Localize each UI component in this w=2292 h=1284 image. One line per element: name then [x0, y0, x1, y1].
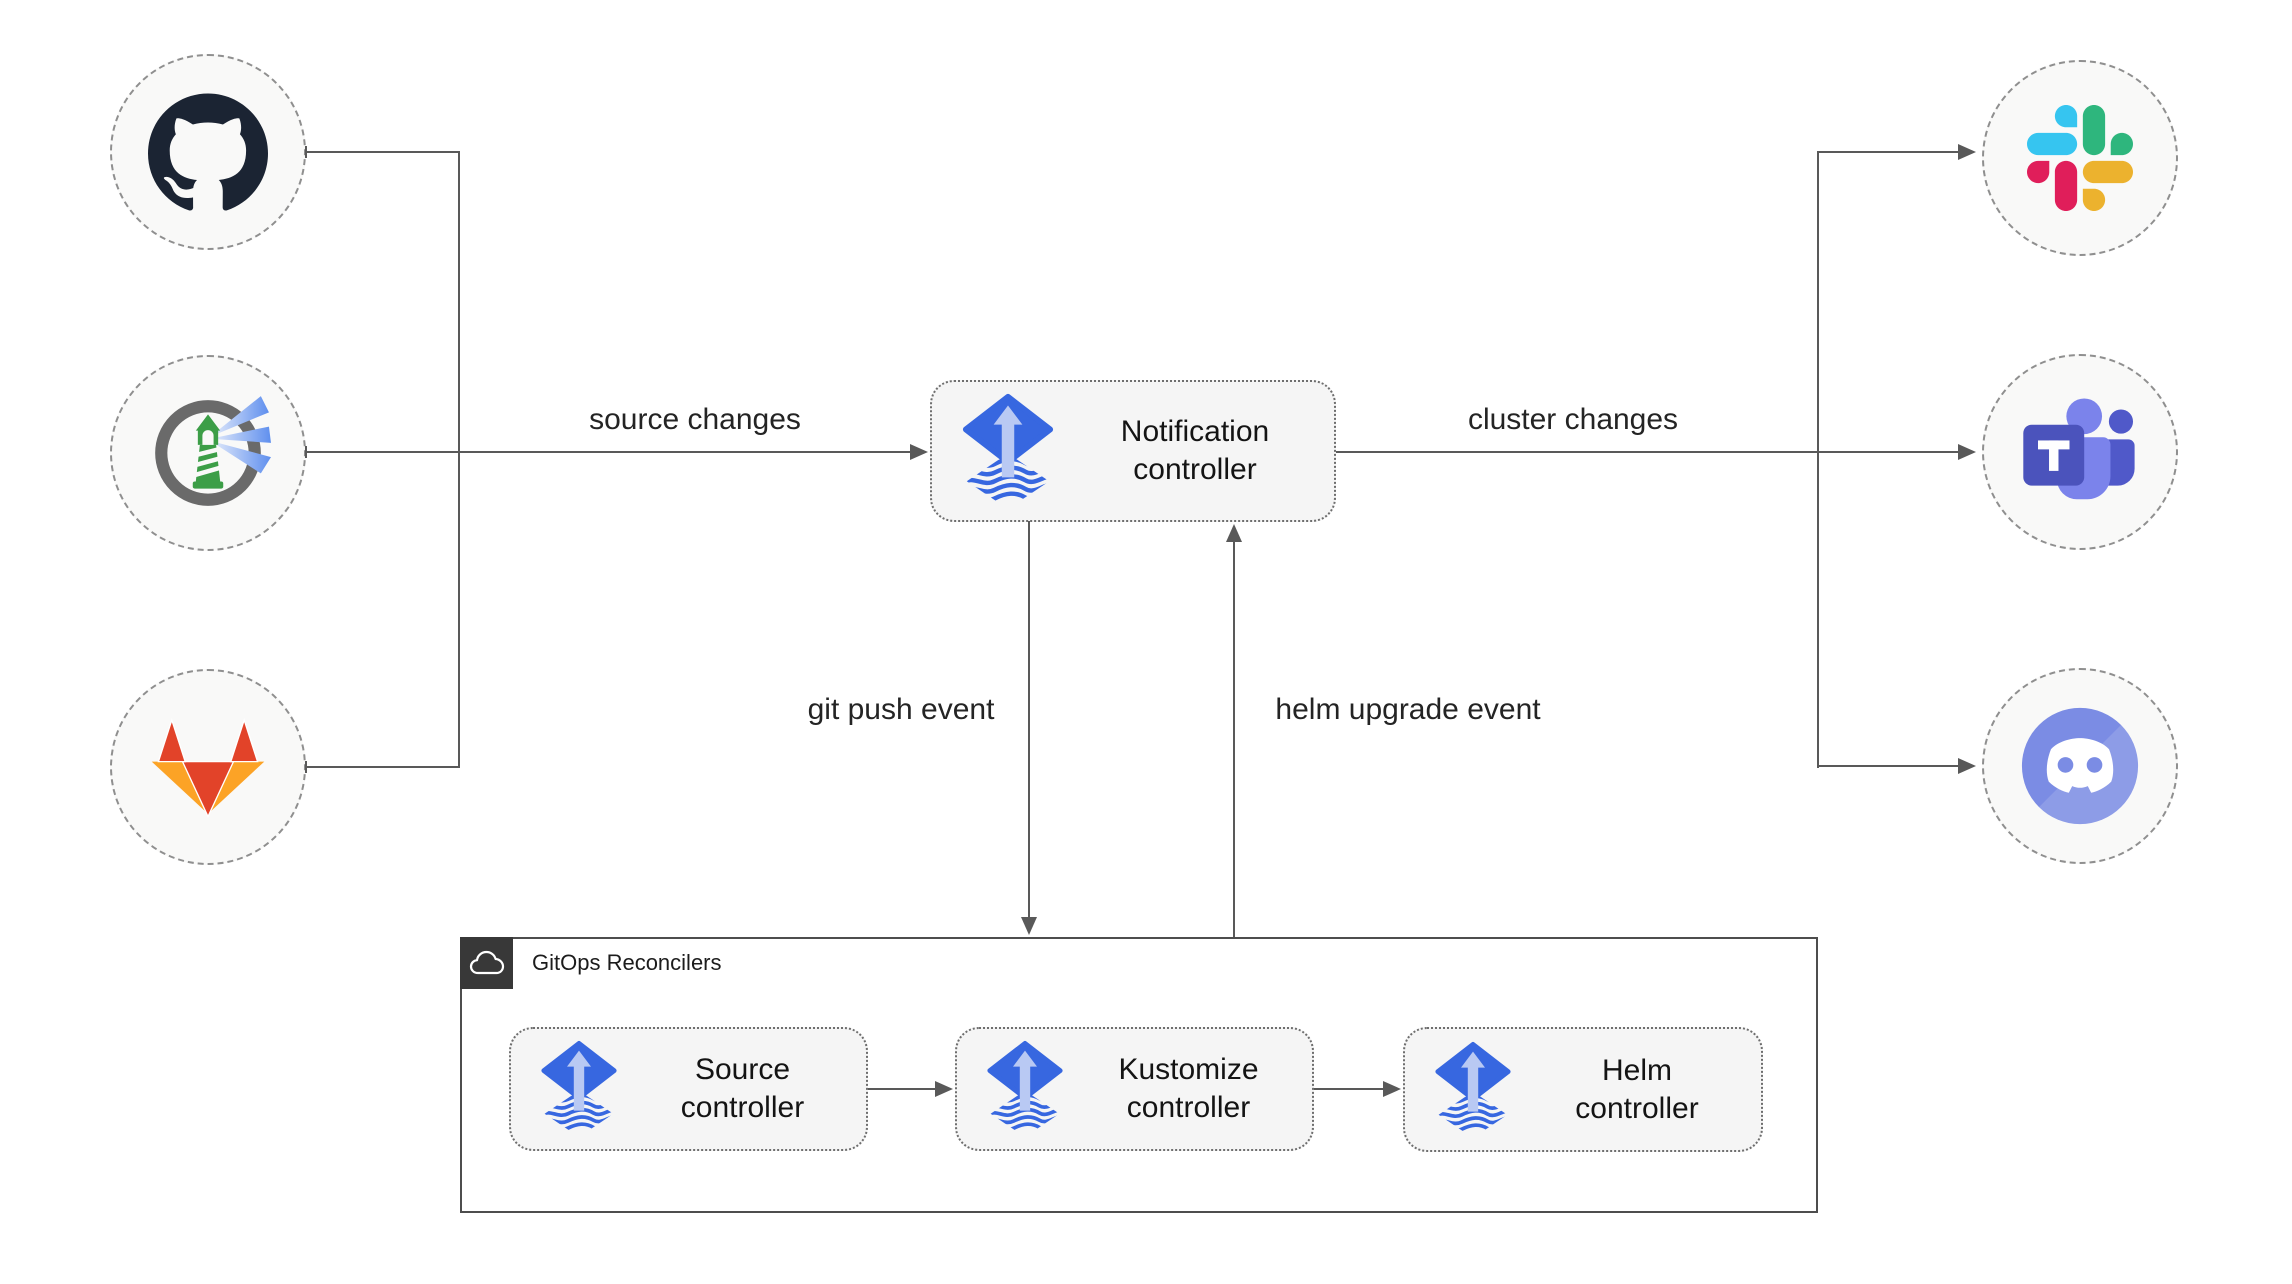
edge-label-helm-upgrade-event: helm upgrade event: [1269, 693, 1547, 727]
cloud-icon: [469, 950, 504, 975]
edge-git-push-arrowhead: [1021, 917, 1037, 935]
flux-icon: [960, 393, 1056, 510]
github-icon: [148, 93, 268, 211]
edge-discord-line: [1817, 765, 1958, 767]
edge-helm-upgrade-line: [1233, 542, 1235, 937]
node-discord: [1982, 668, 2178, 864]
edge-teams-arrowhead: [1958, 444, 1976, 460]
discord-icon: [2021, 707, 2139, 825]
node-slack: [1982, 60, 2178, 256]
flux-icon: [1433, 1041, 1513, 1139]
edge-teams-line: [1817, 451, 1958, 453]
notification-controller-box: Notification controller: [930, 380, 1336, 522]
gitops-reconcilers-corner: [460, 937, 513, 989]
edge-kustomize-helm-line: [1314, 1088, 1383, 1090]
flux-icon: [539, 1040, 619, 1138]
flux-icon: [985, 1040, 1065, 1138]
kustomize-controller-box: Kustomize controller: [955, 1027, 1314, 1151]
teams-icon: [2023, 398, 2135, 500]
edge-harbor-line: [306, 451, 912, 453]
notification-controller-label: Notification controller: [1120, 415, 1270, 486]
edge-git-push-line: [1028, 521, 1030, 919]
node-harbor: [110, 355, 306, 551]
edge-slack-arrowhead: [1958, 144, 1976, 160]
node-teams: [1982, 354, 2178, 550]
edge-source-changes-arrowhead: [910, 444, 928, 460]
source-controller-box: Source controller: [509, 1027, 868, 1151]
edge-gitlab-line: [306, 766, 459, 768]
harbor-icon: [155, 396, 271, 506]
edge-helm-upgrade-arrowhead: [1226, 524, 1242, 542]
edge-source-kustomize-line: [868, 1088, 935, 1090]
edge-cluster-changes-line: [1336, 451, 1819, 453]
edge-kustomize-helm-arrowhead: [1383, 1081, 1401, 1097]
node-gitlab: [110, 669, 306, 865]
helm-controller-box: Helm controller: [1403, 1027, 1763, 1152]
slack-icon: [2027, 105, 2133, 211]
edge-source-kustomize-arrowhead: [935, 1081, 953, 1097]
source-controller-label: Source controller: [680, 1053, 805, 1124]
edge-discord-arrowhead: [1958, 758, 1976, 774]
edge-left-bus: [458, 151, 460, 768]
kustomize-controller-label: Kustomize controller: [1118, 1053, 1259, 1124]
gitlab-icon: [151, 717, 265, 819]
edge-slack-line: [1817, 151, 1958, 153]
edge-right-bus: [1817, 151, 1819, 768]
node-github: [110, 54, 306, 250]
gitops-reconcilers-title: GitOps Reconcilers: [532, 950, 722, 975]
edge-label-git-push-event: git push event: [801, 693, 1001, 727]
edge-github-line: [306, 151, 459, 153]
edge-label-cluster-changes: cluster changes: [1461, 403, 1685, 437]
edge-label-source-changes: source changes: [583, 403, 807, 437]
helm-controller-label: Helm controller: [1575, 1053, 1699, 1125]
